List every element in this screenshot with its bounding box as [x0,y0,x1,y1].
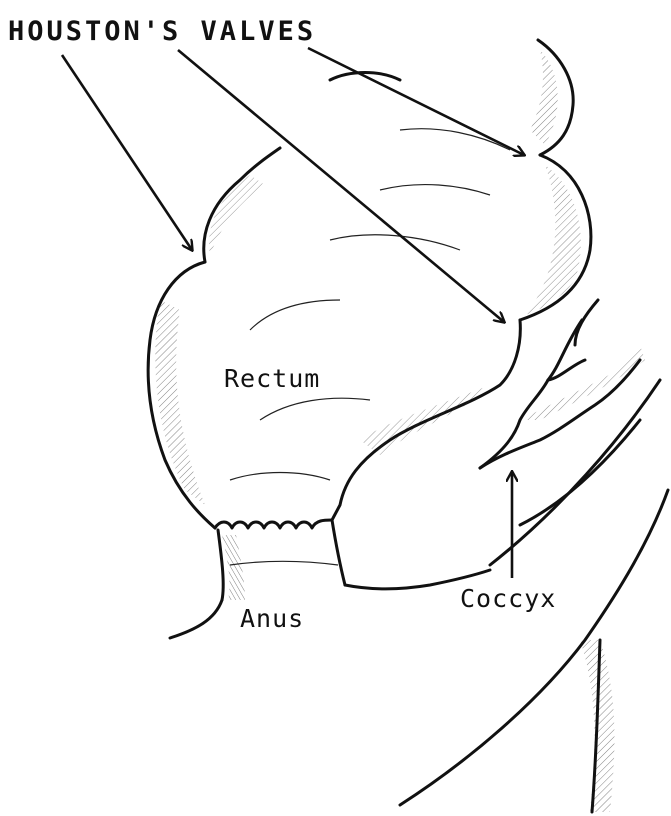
valve-arrows [62,48,524,578]
diagram-title: HOUSTON'S VALVES [8,18,316,45]
arrow-lower-valve [62,55,192,250]
rectum-ampulla [148,262,520,528]
anus-label: Anus [240,606,304,631]
anal-canal [218,520,345,600]
arrow-middle-valve [178,50,504,322]
dentate-line [215,520,332,528]
rectum-label: Rectum [224,366,320,391]
rectum-upper-segment [204,73,591,321]
arrow-upper-valve [308,48,524,155]
coccyx-label: Coccyx [460,586,556,611]
perineal-skin-line [170,570,490,638]
upper-colon-fold [530,40,573,155]
